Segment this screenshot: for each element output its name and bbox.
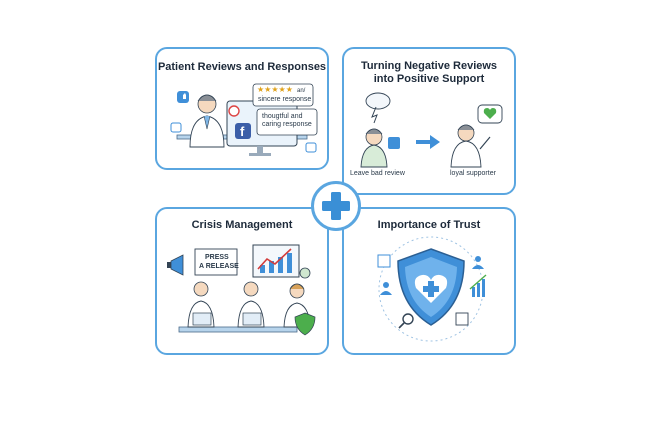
plus-icon	[322, 192, 350, 220]
thumbs-up-icon	[388, 137, 400, 149]
person-icon	[187, 281, 215, 328]
center-hub	[311, 181, 361, 231]
crisis-illustration	[167, 244, 316, 336]
person-icon	[380, 282, 392, 295]
shield-icon	[294, 312, 316, 336]
bubble-sincere-response: sincere response	[258, 96, 312, 103]
svg-text:f: f	[240, 124, 245, 139]
press-release-line1: PRESS	[205, 254, 229, 261]
heart-icon	[477, 104, 503, 124]
person-icon	[472, 256, 484, 269]
panel-importance-of-trust: Importance of Trust	[342, 207, 516, 355]
megaphone-icon	[167, 254, 184, 276]
document-chart-icon	[455, 312, 469, 326]
panel-title: Turning Negative Reviews into Positive S…	[360, 60, 498, 85]
reviews-illustration: f	[170, 83, 318, 156]
facebook-icon: f	[235, 123, 251, 139]
google-icon	[228, 105, 240, 117]
panel-title: Importance of Trust	[377, 219, 481, 231]
cloud-icon	[365, 92, 391, 124]
arrow-right-icon	[416, 135, 440, 149]
panel-title: Crisis Management	[191, 219, 293, 231]
network-icon	[377, 254, 391, 268]
person-icon	[237, 281, 265, 328]
thumbs-up-icon	[177, 91, 189, 103]
panel-patient-reviews: Patient Reviews and Responses f ★★★★★ an…	[155, 47, 329, 170]
panel-title: Patient Reviews and Responses	[157, 61, 327, 73]
doctor-icon	[189, 94, 225, 148]
trend-chart-icon	[252, 244, 300, 278]
person-icon	[283, 283, 311, 328]
comment-icon	[305, 142, 317, 153]
negative-to-positive-illustration	[360, 92, 503, 168]
panel-crisis-management: Crisis Management	[155, 207, 329, 355]
stars-rating: ★★★★★	[257, 85, 293, 94]
press-release-line2: A RELEASE	[199, 263, 239, 270]
chat-icon	[170, 122, 182, 133]
trust-illustration	[377, 236, 487, 342]
heart-icon	[414, 274, 448, 303]
trend-chart-icon	[469, 274, 487, 297]
label-leave-bad-review: Leave bad review	[350, 170, 405, 177]
bubble-caring-response: thougtful and caring response	[262, 113, 312, 128]
gear-icon	[299, 267, 311, 279]
patient-icon	[360, 128, 388, 168]
panel-negative-reviews: Turning Negative Reviews into Positive S…	[342, 47, 516, 195]
stars-extra: an/	[297, 88, 306, 94]
magnifier-icon	[398, 313, 414, 329]
doctor-icon	[450, 124, 491, 168]
label-loyal-supporter: loyal supporter	[450, 170, 496, 177]
